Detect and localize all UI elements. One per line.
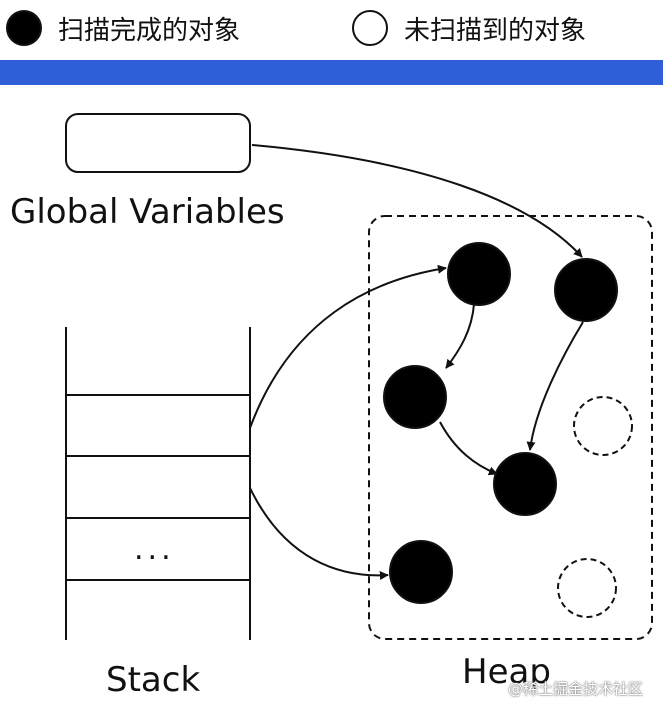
stack-label: Stack: [106, 660, 201, 700]
heap-label: Heap: [462, 652, 551, 692]
arrow-obj-a-to-obj-c: [445, 303, 475, 369]
heap-object-scanned: [389, 540, 453, 604]
arrow-stack-to-obj-a: [249, 264, 447, 429]
arrow-obj-c-to-obj-d: [439, 421, 498, 476]
legend: 扫描完成的对象 未扫描到的对象: [0, 0, 663, 60]
arrow-stack-to-obj-e: [249, 487, 389, 580]
legend-scanned-label: 扫描完成的对象: [58, 15, 241, 46]
arrow-global-to-obj-b: [251, 144, 583, 258]
global-variables-label: Global Variables: [10, 192, 285, 232]
heap-objects: [383, 242, 633, 618]
legend-unscanned: 未扫描到的对象: [352, 8, 586, 48]
reference-arrows: [249, 144, 584, 580]
legend-unscanned-label: 未扫描到的对象: [404, 15, 587, 46]
heap-object-scanned: [493, 452, 557, 516]
header-divider-bar: [0, 60, 663, 85]
heap-object-unscanned: [557, 558, 617, 618]
unscanned-object-dot-icon: [352, 10, 388, 46]
legend-scanned: 扫描完成的对象: [6, 8, 240, 48]
heap-object-scanned: [383, 365, 447, 429]
global-variables-box: [65, 113, 251, 173]
watermark: @稀土掘金技术社区: [507, 680, 643, 698]
heap-object-scanned: [554, 258, 618, 322]
heap-object-scanned: [447, 242, 511, 306]
stack-ellipsis: ...: [134, 532, 175, 567]
heap-boundary: [368, 215, 653, 640]
heap-object-unscanned: [573, 396, 633, 456]
stack-structure: [65, 327, 251, 640]
arrow-obj-b-to-obj-d: [526, 321, 584, 451]
scanned-object-dot-icon: [6, 10, 42, 46]
